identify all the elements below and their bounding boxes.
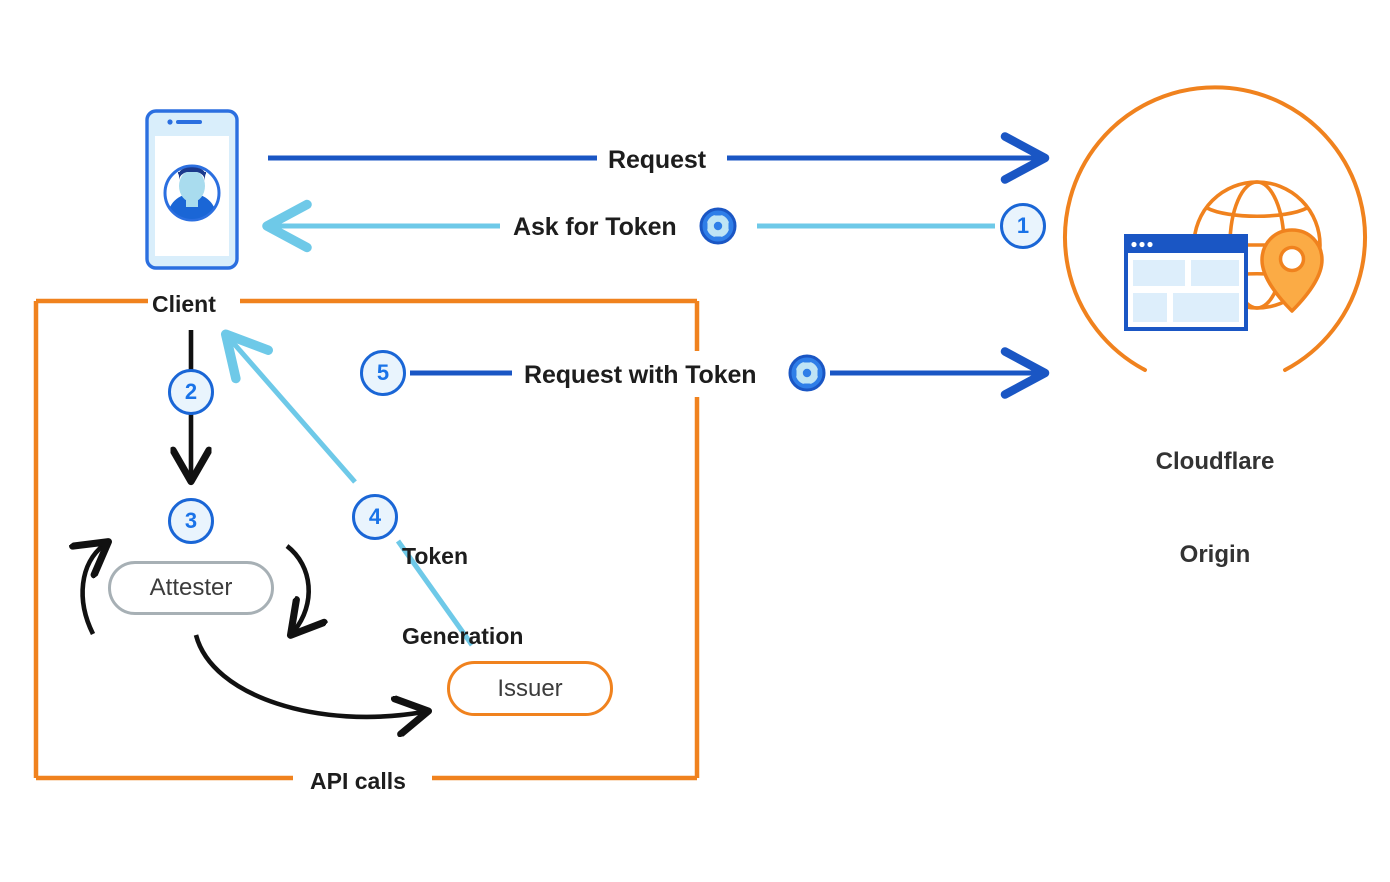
user-avatar-icon [163,164,221,222]
client-boundary-box [33,298,700,781]
step-badge-4[interactable]: 4 [352,494,398,540]
node-attester[interactable]: Attester [108,561,274,615]
boundary-label-api-calls: API calls [310,768,406,794]
browser-window-icon [1124,234,1248,331]
origin-circle-outline [1063,85,1367,372]
annotation-token-generation-line1: Token [402,543,469,570]
flow-label-request-with-token: Request with Token [524,361,757,389]
node-attester-label: Attester [149,574,233,601]
flow-line-issuer-to-client [220,329,475,647]
step-badge-2[interactable]: 2 [168,369,214,415]
flow-label-request: Request [608,146,706,174]
node-issuer[interactable]: Issuer [447,661,613,716]
origin-label-line1: Cloudflare [1155,448,1275,476]
step-badge-5[interactable]: 5 [360,350,406,396]
step-badge-1[interactable]: 1 [1000,203,1046,249]
attester-loop-arrows [83,545,423,717]
token-badge-icon [699,207,737,245]
annotation-token-generation: Token Generation [402,490,523,703]
step-badge-3[interactable]: 3 [168,498,214,544]
flow-label-ask-for-token: Ask for Token [513,213,677,241]
token-badge-icon-2 [788,354,826,392]
annotation-token-generation-line2: Generation [402,623,524,650]
boundary-label-client: Client [152,291,216,317]
location-pin-icon [1260,228,1324,313]
node-issuer-label: Issuer [497,674,563,702]
origin-label: Cloudflare Origin [1125,386,1305,632]
origin-label-line2: Origin [1179,540,1251,568]
